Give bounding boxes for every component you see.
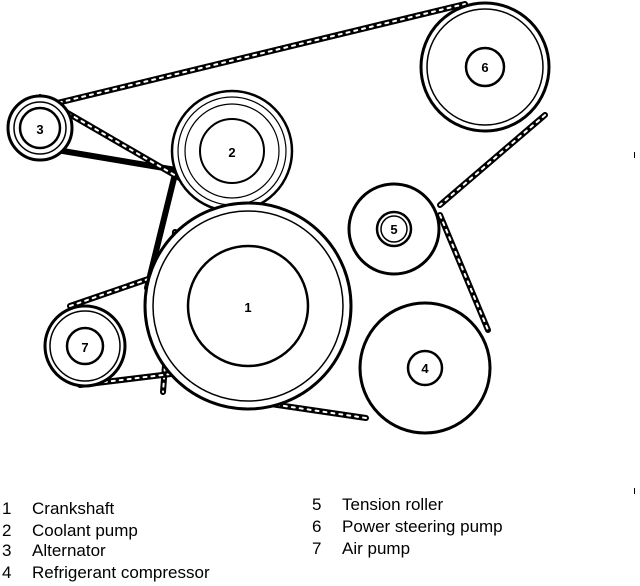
legend-number: 6 xyxy=(312,517,322,536)
scan-mark xyxy=(634,488,635,494)
legend-number: 4 xyxy=(2,563,12,582)
legend-number: 5 xyxy=(312,495,322,514)
legend-label: Crankshaft xyxy=(32,499,115,518)
legend-label: Refrigerant compressor xyxy=(32,563,210,582)
legend-number: 7 xyxy=(312,539,322,558)
pulley-refrigerant-compressor xyxy=(358,301,492,435)
legend-number: 2 xyxy=(2,521,12,540)
legend-label: Tension roller xyxy=(342,495,444,514)
pulley-number-4: 4 xyxy=(421,361,429,376)
pulley-tension-roller xyxy=(347,182,441,276)
pulley-alternator xyxy=(6,94,74,162)
legend-label: Alternator xyxy=(32,541,106,560)
pulley-number-1: 1 xyxy=(244,300,251,315)
pulley-number-2: 2 xyxy=(228,145,235,160)
legend-number: 3 xyxy=(2,541,12,560)
pulley-crankshaft xyxy=(143,201,353,411)
pulley-number-6: 6 xyxy=(481,60,488,75)
legend-left: 1 Crankshaft 2 Coolant pump 3 Alternator… xyxy=(2,498,302,586)
legend-right: 5 Tension roller 6 Power steering pump 7… xyxy=(312,494,632,564)
belt-routing-diagram: 1 2 3 4 5 6 7 xyxy=(6,1,551,435)
pulley-air-pump xyxy=(43,304,127,388)
pulley-number-5: 5 xyxy=(390,222,397,237)
legend-label: Power steering pump xyxy=(342,517,503,536)
legend-label: Air pump xyxy=(342,539,411,558)
pulley-number-3: 3 xyxy=(36,122,43,137)
legend-label: Coolant pump xyxy=(32,521,138,540)
legend-number: 1 xyxy=(2,499,12,518)
pulley-power-steering-pump xyxy=(419,1,551,133)
pulley-number-7: 7 xyxy=(81,340,88,355)
scan-mark xyxy=(634,152,635,158)
